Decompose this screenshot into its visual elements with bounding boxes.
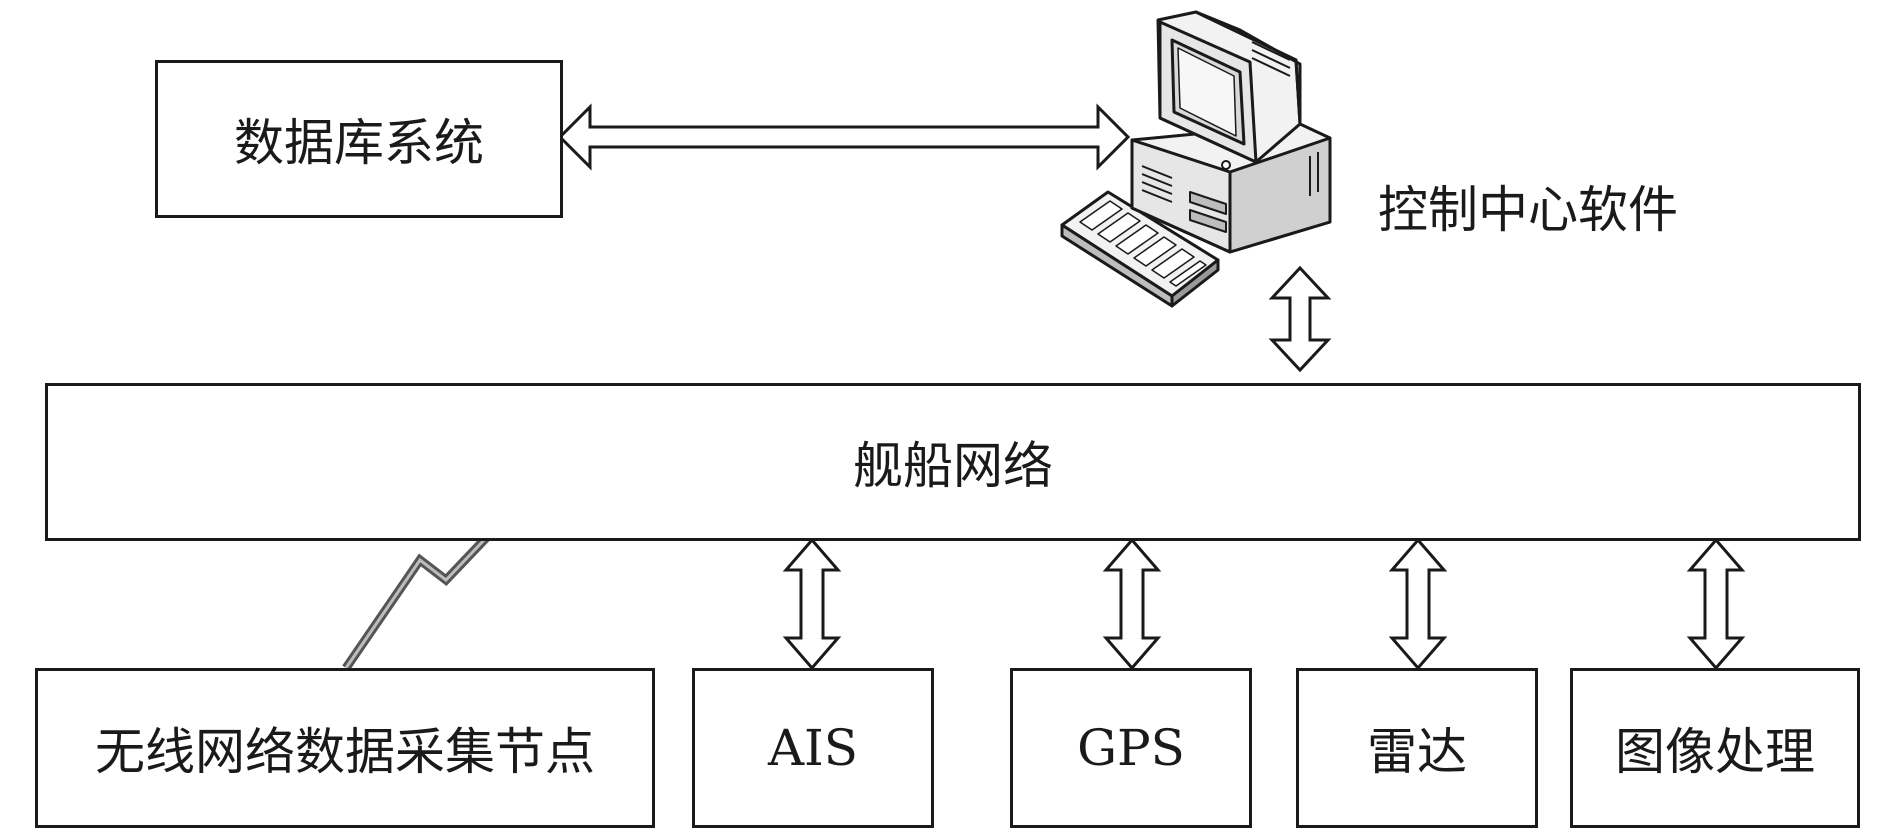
double-arrow-icon bbox=[782, 537, 842, 671]
radar-node-box: 雷达 bbox=[1296, 668, 1538, 828]
lightning-bolt-icon bbox=[342, 534, 490, 671]
ais-node-label: AIS bbox=[767, 719, 859, 777]
double-arrow-icon bbox=[1268, 265, 1332, 373]
gps-node-label: GPS bbox=[1077, 719, 1185, 777]
database-system-label: 数据库系统 bbox=[234, 114, 484, 172]
computer-icon bbox=[1060, 10, 1332, 308]
wireless-node-label: 无线网络数据采集节点 bbox=[95, 723, 595, 781]
database-system-box: 数据库系统 bbox=[155, 60, 563, 218]
double-arrow-icon bbox=[557, 103, 1131, 171]
double-arrow-icon bbox=[1102, 537, 1162, 671]
double-arrow-icon bbox=[1388, 537, 1448, 671]
image-processing-node-label: 图像处理 bbox=[1615, 723, 1815, 781]
double-arrow-icon bbox=[1686, 537, 1746, 671]
image-processing-node-box: 图像处理 bbox=[1570, 668, 1860, 828]
gps-node-box: GPS bbox=[1010, 668, 1252, 828]
ship-network-label: 舰船网络 bbox=[853, 437, 1053, 495]
control-center-label: 控制中心软件 bbox=[1378, 181, 1678, 239]
radar-node-label: 雷达 bbox=[1367, 723, 1467, 781]
ship-network-box: 舰船网络 bbox=[45, 383, 1861, 541]
ais-node-box: AIS bbox=[692, 668, 934, 828]
wireless-node-box: 无线网络数据采集节点 bbox=[35, 668, 655, 828]
